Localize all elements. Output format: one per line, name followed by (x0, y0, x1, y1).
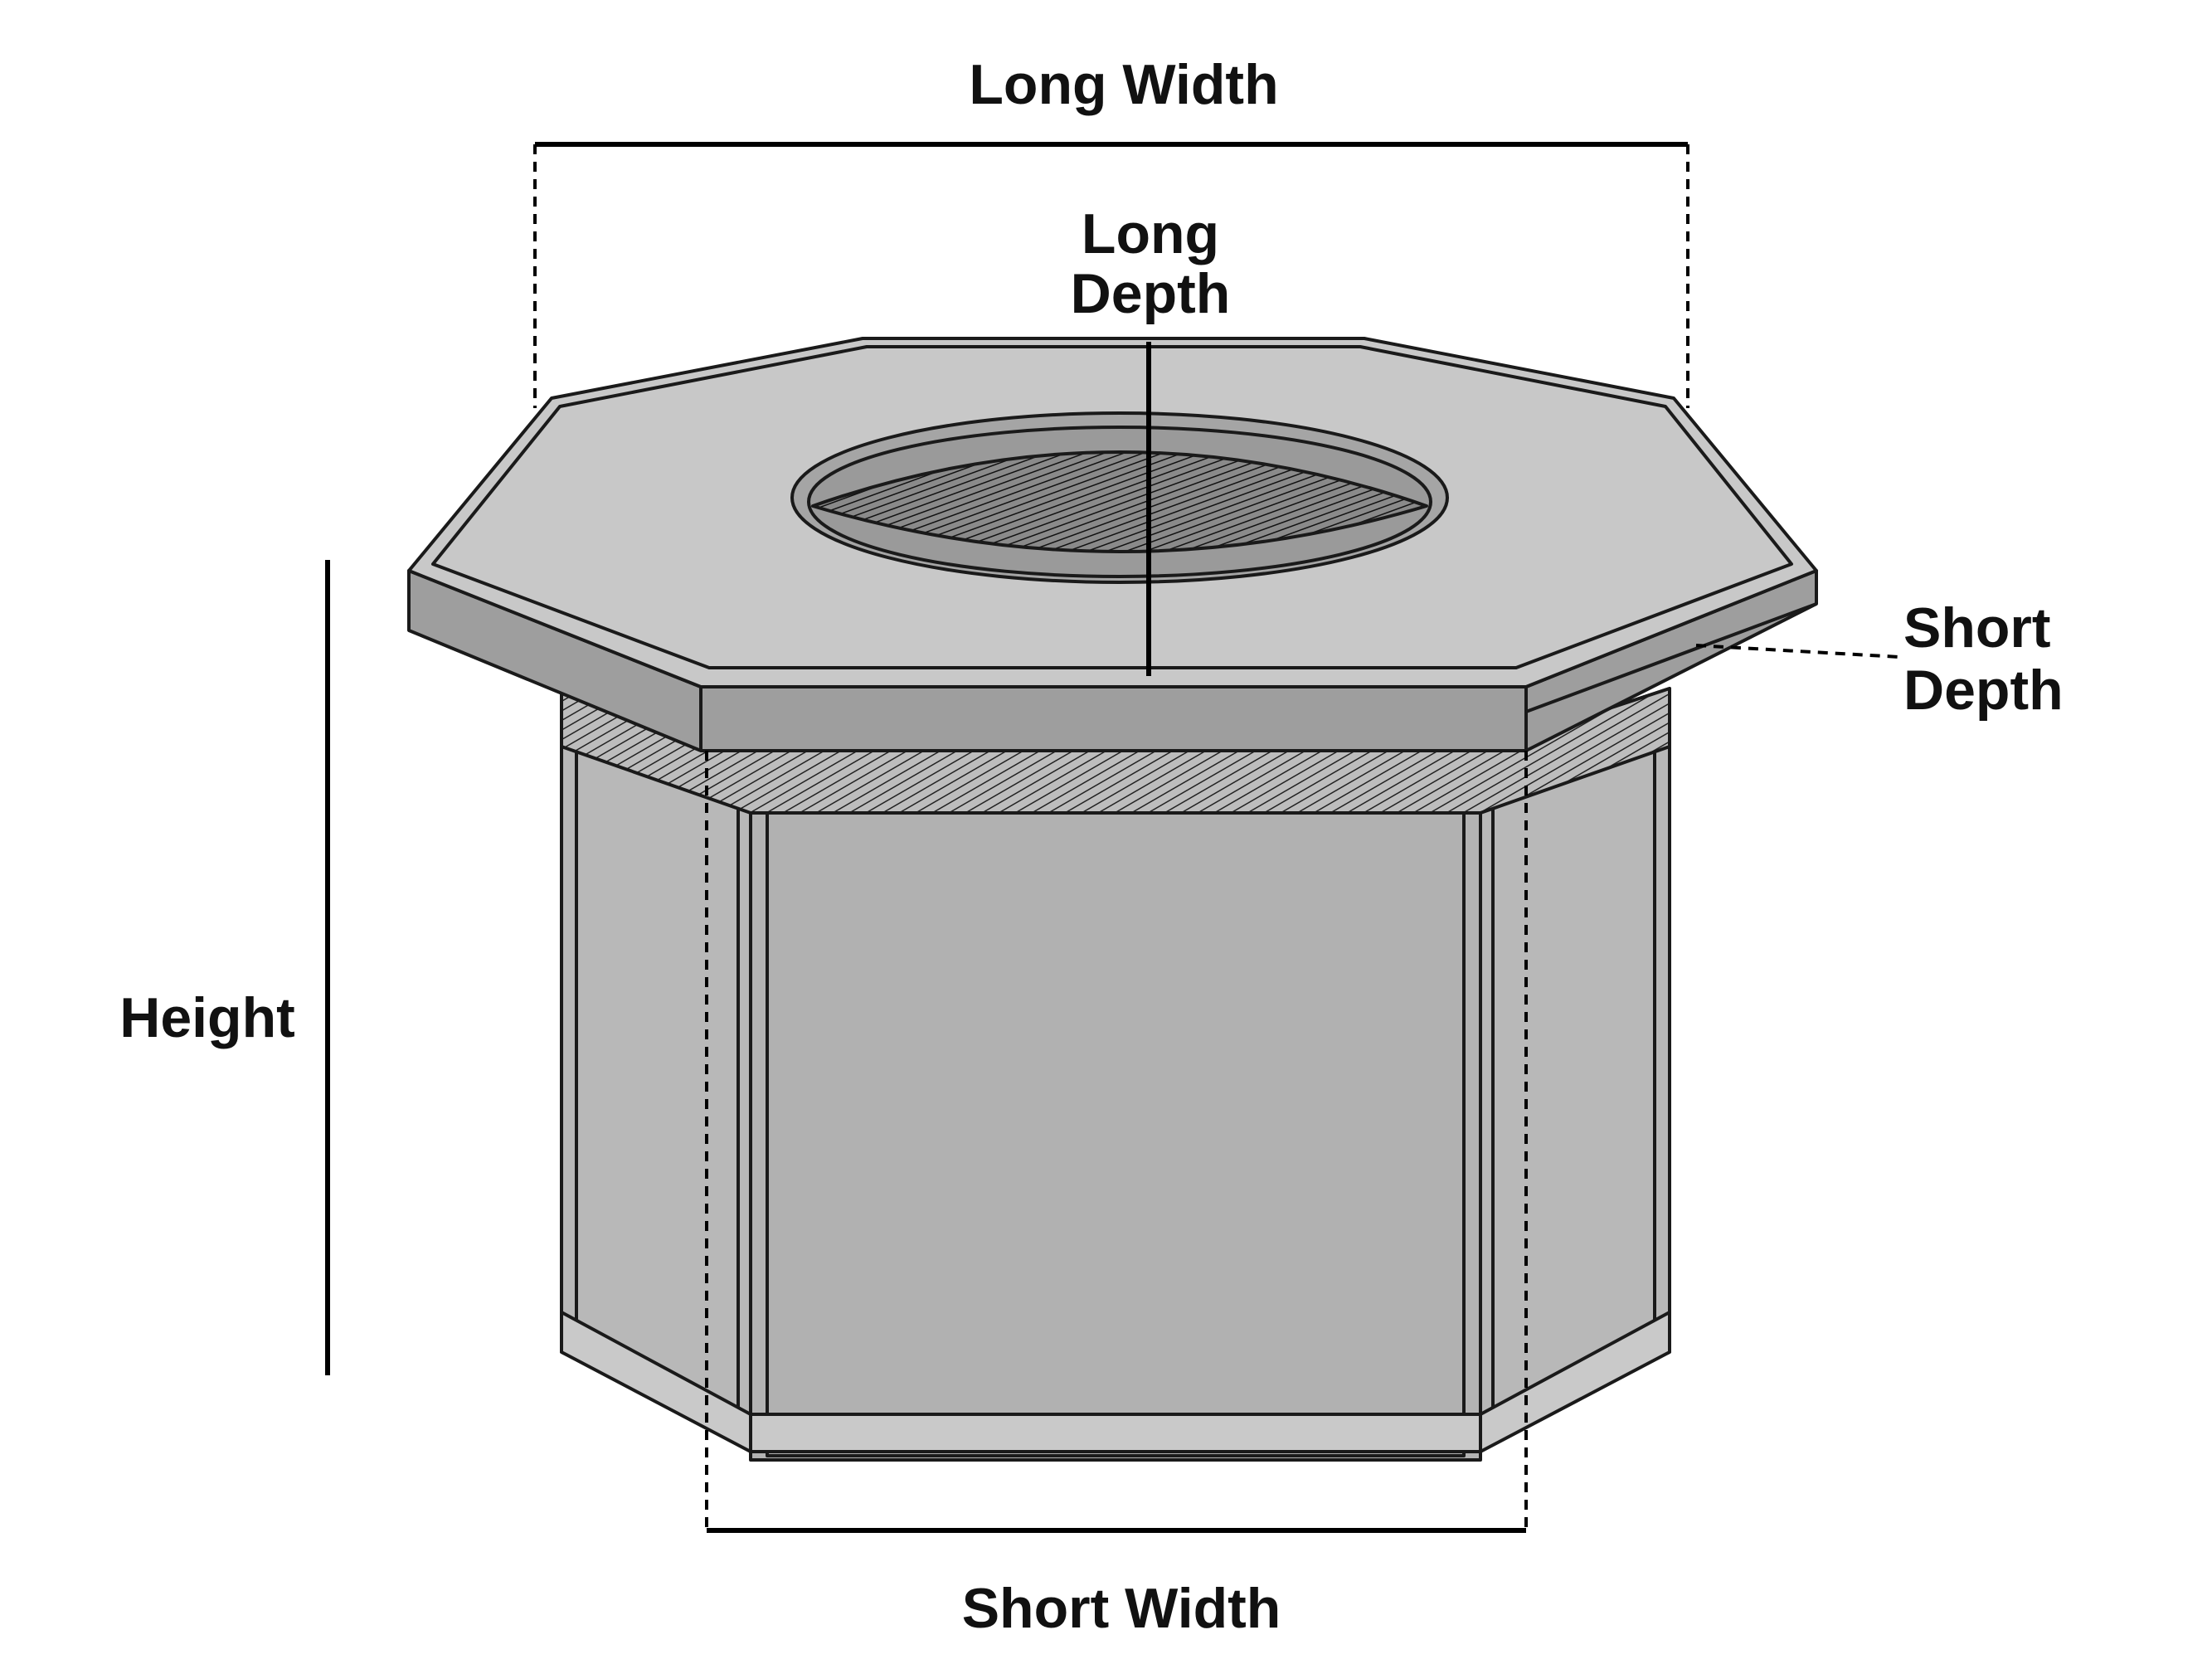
base-trim (560, 1311, 1671, 1453)
short-depth-label-line1: Short (1903, 596, 2051, 659)
burner-opening (811, 450, 1428, 553)
long-depth-label-line2: Depth (1071, 262, 1231, 325)
long-width-label: Long Width (969, 53, 1278, 116)
height-label: Height (119, 986, 295, 1049)
long-depth-label-line1: Long (1082, 202, 1219, 265)
dimension-lines (325, 142, 1900, 1533)
short-width-label: Short Width (962, 1577, 1281, 1640)
table-base (560, 687, 1671, 1462)
table-top (407, 337, 1818, 752)
dimension-labels: Long Width Long Depth Short Depth Height… (119, 53, 2063, 1640)
short-depth-label-line2: Depth (1903, 659, 2064, 722)
